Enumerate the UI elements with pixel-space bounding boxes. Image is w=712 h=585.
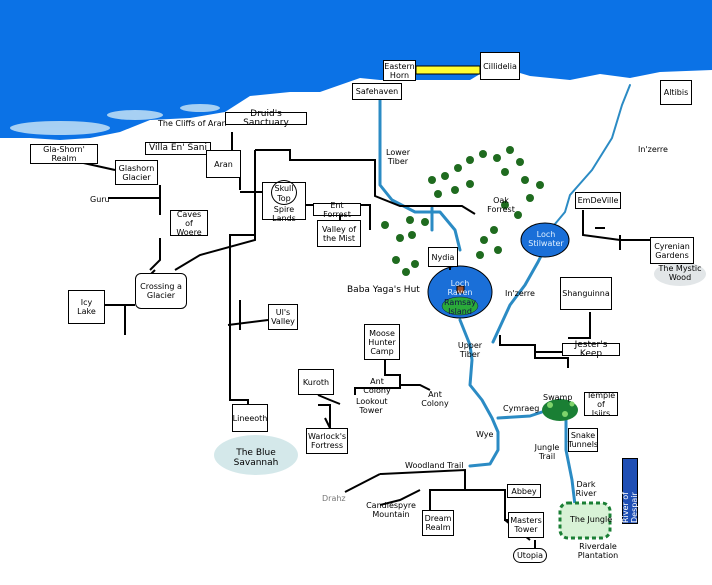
kuroth-label: Kuroth <box>298 369 334 395</box>
gla-shorn-realm-label: Gla-Shorn' Realm <box>30 144 98 164</box>
temple-of-isiirs-label: Temple of Isiirs <box>584 391 618 418</box>
jungle-trail-label: Jungle Trail <box>534 443 560 461</box>
caves-of-woere-label: Caves of Woere <box>170 210 208 237</box>
uls-valley-label: Ul's Valley <box>268 304 298 330</box>
wye-label: Wye <box>476 430 494 439</box>
loch-raven-label: Loch Raven <box>447 279 473 297</box>
cillidelia-label: Cillidelia <box>480 52 520 80</box>
safehaven-label: Safehaven <box>352 83 402 100</box>
the-jungle-label: The Jungle <box>570 515 613 524</box>
shanguinna-label: Shanguinna <box>560 277 612 310</box>
glashorn-glacier-label: Glashorn Glacier <box>115 160 158 185</box>
oak-forrest-label: Oak Forrest <box>487 196 515 214</box>
utopia-label: Utopia <box>513 548 547 563</box>
baba-yaga-hut-marker <box>456 285 465 294</box>
jesters-keep-label: Jester's Keep <box>562 340 620 358</box>
cyrenian-gardens-label: Cyrenian Gardens <box>650 237 694 264</box>
eastern-horn-bridge <box>415 65 481 75</box>
drahz-label: Drahz <box>322 494 346 503</box>
river-of-despair-label: River of Despair <box>621 458 639 524</box>
abbey-label: Abbey <box>507 484 541 498</box>
roads <box>69 132 650 550</box>
warlocks-fortress-label: Warlock's Fortress <box>306 428 348 454</box>
snake-tunnels-label: Snake Tunnels <box>568 428 598 452</box>
swamp-area <box>542 399 578 421</box>
lower-tiber-label: Lower Tiber <box>386 148 410 166</box>
woodland-trail-label: Woodland Trail <box>405 461 464 470</box>
cymraeg-label: Cymraeg <box>503 404 540 413</box>
eastern-horn-label: Eastern Horn <box>383 60 416 81</box>
lineeoth-label: Lineeoth <box>232 404 268 432</box>
valley-of-the-mist-label: Valley of the Mist <box>317 220 361 247</box>
lookout-tower-label: Lookout Tower <box>356 397 388 415</box>
guru-label: Guru <box>90 195 110 204</box>
upper-tiber-label: Upper Tiber <box>457 341 483 359</box>
jungle-area <box>558 501 612 540</box>
crossing-glacier-label: Crossing a Glacier <box>135 273 187 309</box>
nydia-label: Nydia <box>428 247 458 267</box>
northern-sea <box>0 0 712 140</box>
moose-hunter-camp-label: Moose Hunter Camp <box>364 324 400 360</box>
dark-river-label: Dark River <box>575 480 597 498</box>
swamp-label: Swamp <box>543 393 573 402</box>
ent-forrest-label: Ent Forrest <box>313 201 361 219</box>
dream-realm-label: Dream Realm <box>422 510 454 536</box>
baba-yagas-hut-label: Baba Yaga's Hut <box>347 285 420 295</box>
druids-sanctuary-label: Druid's Sanctuary <box>225 109 307 127</box>
masters-tower-label: Masters Tower <box>508 512 544 538</box>
mystic-wood-label: The Mystic Wood <box>658 264 702 282</box>
inzerre-north-label: In'zerre <box>638 145 668 154</box>
loch-stilwater-label: Loch Stilwater <box>528 230 564 248</box>
aran-label: Aran <box>206 150 241 178</box>
coast-foam <box>10 104 220 135</box>
candlespyre-mountain-label: Candlespyre Mountain <box>366 501 416 519</box>
riverdale-plantation-label: Riverdale Plantation <box>577 542 619 560</box>
icy-lake-label: Icy Lake <box>68 290 105 324</box>
ant-colony-1-label: Ant Colony <box>363 377 391 395</box>
villa-en-sani-label: Villa En' Sani <box>145 142 211 155</box>
savannah-area <box>214 435 298 475</box>
mystic-wood-area <box>654 262 706 286</box>
ant-colony-2-label: Ant Colony <box>421 390 449 408</box>
altibis-label: Altibis <box>660 80 692 105</box>
blue-savannah-label: The Blue Savannah <box>233 448 279 468</box>
ramsay-island <box>441 296 479 316</box>
ramsay-island-label: Ramsay Island <box>444 298 476 316</box>
forest-trees <box>381 146 544 276</box>
loch-stilwater-lake <box>520 222 570 258</box>
inzerre-south-label: In'zerre <box>505 289 535 298</box>
cliffs-of-aran-label: The Cliffs of Aran <box>158 119 227 128</box>
emdeville-label: EmDeVille <box>575 192 621 209</box>
